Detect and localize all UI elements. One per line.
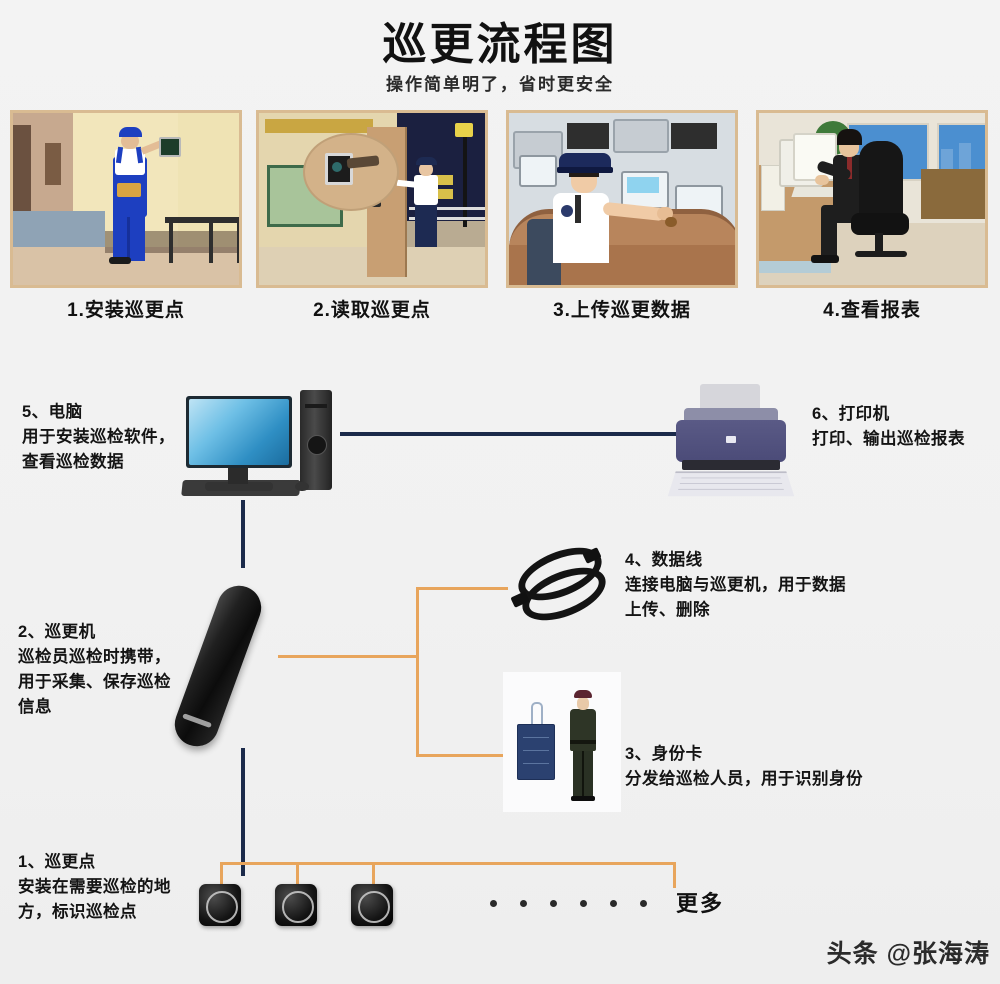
step-caption-3: 3.上传巡更数据	[553, 300, 691, 321]
label-printer-line1: 打印、输出巡检报表	[812, 430, 965, 448]
label-patrol-point-line1: 安装在需要巡检的地	[18, 878, 171, 896]
magnifier-callout-icon	[303, 133, 399, 211]
patrol-point-more-label: 更多	[676, 891, 725, 916]
label-cable: 4、数据线 连接电脑与巡更机，用于数据 上传、删除	[625, 548, 846, 623]
patrol-baton-icon	[168, 579, 268, 753]
step-photo-4	[756, 110, 988, 288]
label-idcard: 3、身份卡 分发给巡检人员，用于识别身份	[625, 742, 863, 792]
trunk-line-lower	[241, 748, 245, 876]
id-card-icon	[517, 724, 555, 780]
branch-to-cable	[416, 587, 508, 590]
watermark: 头条 @张海涛	[826, 940, 990, 968]
patrol-point-drop-more	[673, 862, 676, 888]
monitor-icon	[186, 396, 292, 468]
printer-top-cover	[684, 408, 778, 422]
label-patrol-point-line2: 方，标识巡检点	[18, 903, 137, 921]
label-cable-line1: 连接电脑与巡更机，用于数据	[625, 576, 846, 594]
label-printer: 6、打印机 打印、输出巡检报表	[812, 402, 965, 452]
step-photo-2	[256, 110, 488, 288]
label-computer-heading: 5、电脑	[22, 403, 83, 421]
step-photo-1	[10, 110, 242, 288]
label-idcard-line1: 分发给巡检人员，用于识别身份	[625, 770, 863, 788]
id-card-illustration	[503, 672, 621, 812]
step-caption-1: 1.安装巡更点	[67, 300, 185, 321]
label-computer-line2: 查看巡检数据	[22, 453, 124, 471]
label-computer: 5、电脑 用于安装巡检软件， 查看巡检数据	[22, 400, 175, 475]
step-photo-strip	[10, 110, 995, 290]
patrol-point-button-1	[199, 884, 241, 926]
patrol-point-drop-2	[296, 862, 299, 884]
label-patrol-device-line1: 巡检员巡检时携带，	[18, 648, 171, 666]
monitor-base	[205, 482, 273, 491]
printer-power-button	[726, 436, 736, 443]
baton-branch-spine	[416, 587, 419, 757]
data-cable-icon	[510, 537, 614, 631]
page-subtitle: 操作简单明了，省时更安全	[386, 75, 614, 94]
label-patrol-device-heading: 2、巡更机	[18, 623, 96, 641]
mouse-icon	[295, 482, 309, 491]
pc-tower-power-dial	[307, 435, 327, 455]
pc-tower-dvd-slot	[305, 404, 327, 408]
patrol-point-button-2	[275, 884, 317, 926]
printer-output-tray	[667, 471, 795, 497]
branch-to-idcard	[416, 754, 508, 757]
label-cable-heading: 4、数据线	[625, 551, 703, 569]
label-printer-heading: 6、打印机	[812, 405, 890, 423]
step-caption-2: 2.读取巡更点	[313, 300, 431, 321]
label-idcard-heading: 3、身份卡	[625, 745, 703, 763]
label-computer-line1: 用于安装巡检软件，	[22, 428, 175, 446]
patrol-point-bus	[220, 862, 675, 865]
id-card-lanyard-clip	[531, 702, 543, 726]
step-caption-4: 4.查看报表	[823, 300, 921, 321]
baton-branch-stem	[278, 655, 418, 658]
computer-printer-line	[340, 432, 678, 436]
page-title: 巡更流程图	[382, 20, 618, 69]
patrol-point-device-icon	[159, 137, 181, 157]
printer-output-slot	[682, 460, 780, 470]
label-patrol-device-line2: 用于采集、保存巡检	[18, 673, 171, 691]
step-photo-3	[506, 110, 738, 288]
patrol-point-drop-1	[220, 862, 223, 884]
printer-paper-feed	[700, 384, 760, 410]
guard-figure-icon	[565, 690, 601, 802]
label-patrol-point: 1、巡更点 安装在需要巡检的地 方，标识巡检点	[18, 850, 171, 925]
monitor-screen	[189, 399, 289, 465]
patrol-point-drop-3	[372, 862, 375, 884]
trunk-line-upper	[241, 500, 245, 568]
label-patrol-device-line3: 信息	[18, 698, 52, 716]
patrol-point-button-3	[351, 884, 393, 926]
label-cable-line2: 上传、删除	[625, 601, 710, 619]
label-patrol-device: 2、巡更机 巡检员巡检时携带， 用于采集、保存巡检 信息	[18, 620, 171, 720]
monitor-neck	[228, 468, 248, 484]
label-patrol-point-heading: 1、巡更点	[18, 853, 96, 871]
patrol-point-ellipsis	[490, 900, 670, 910]
patrol-baton-reader-window	[182, 713, 213, 729]
